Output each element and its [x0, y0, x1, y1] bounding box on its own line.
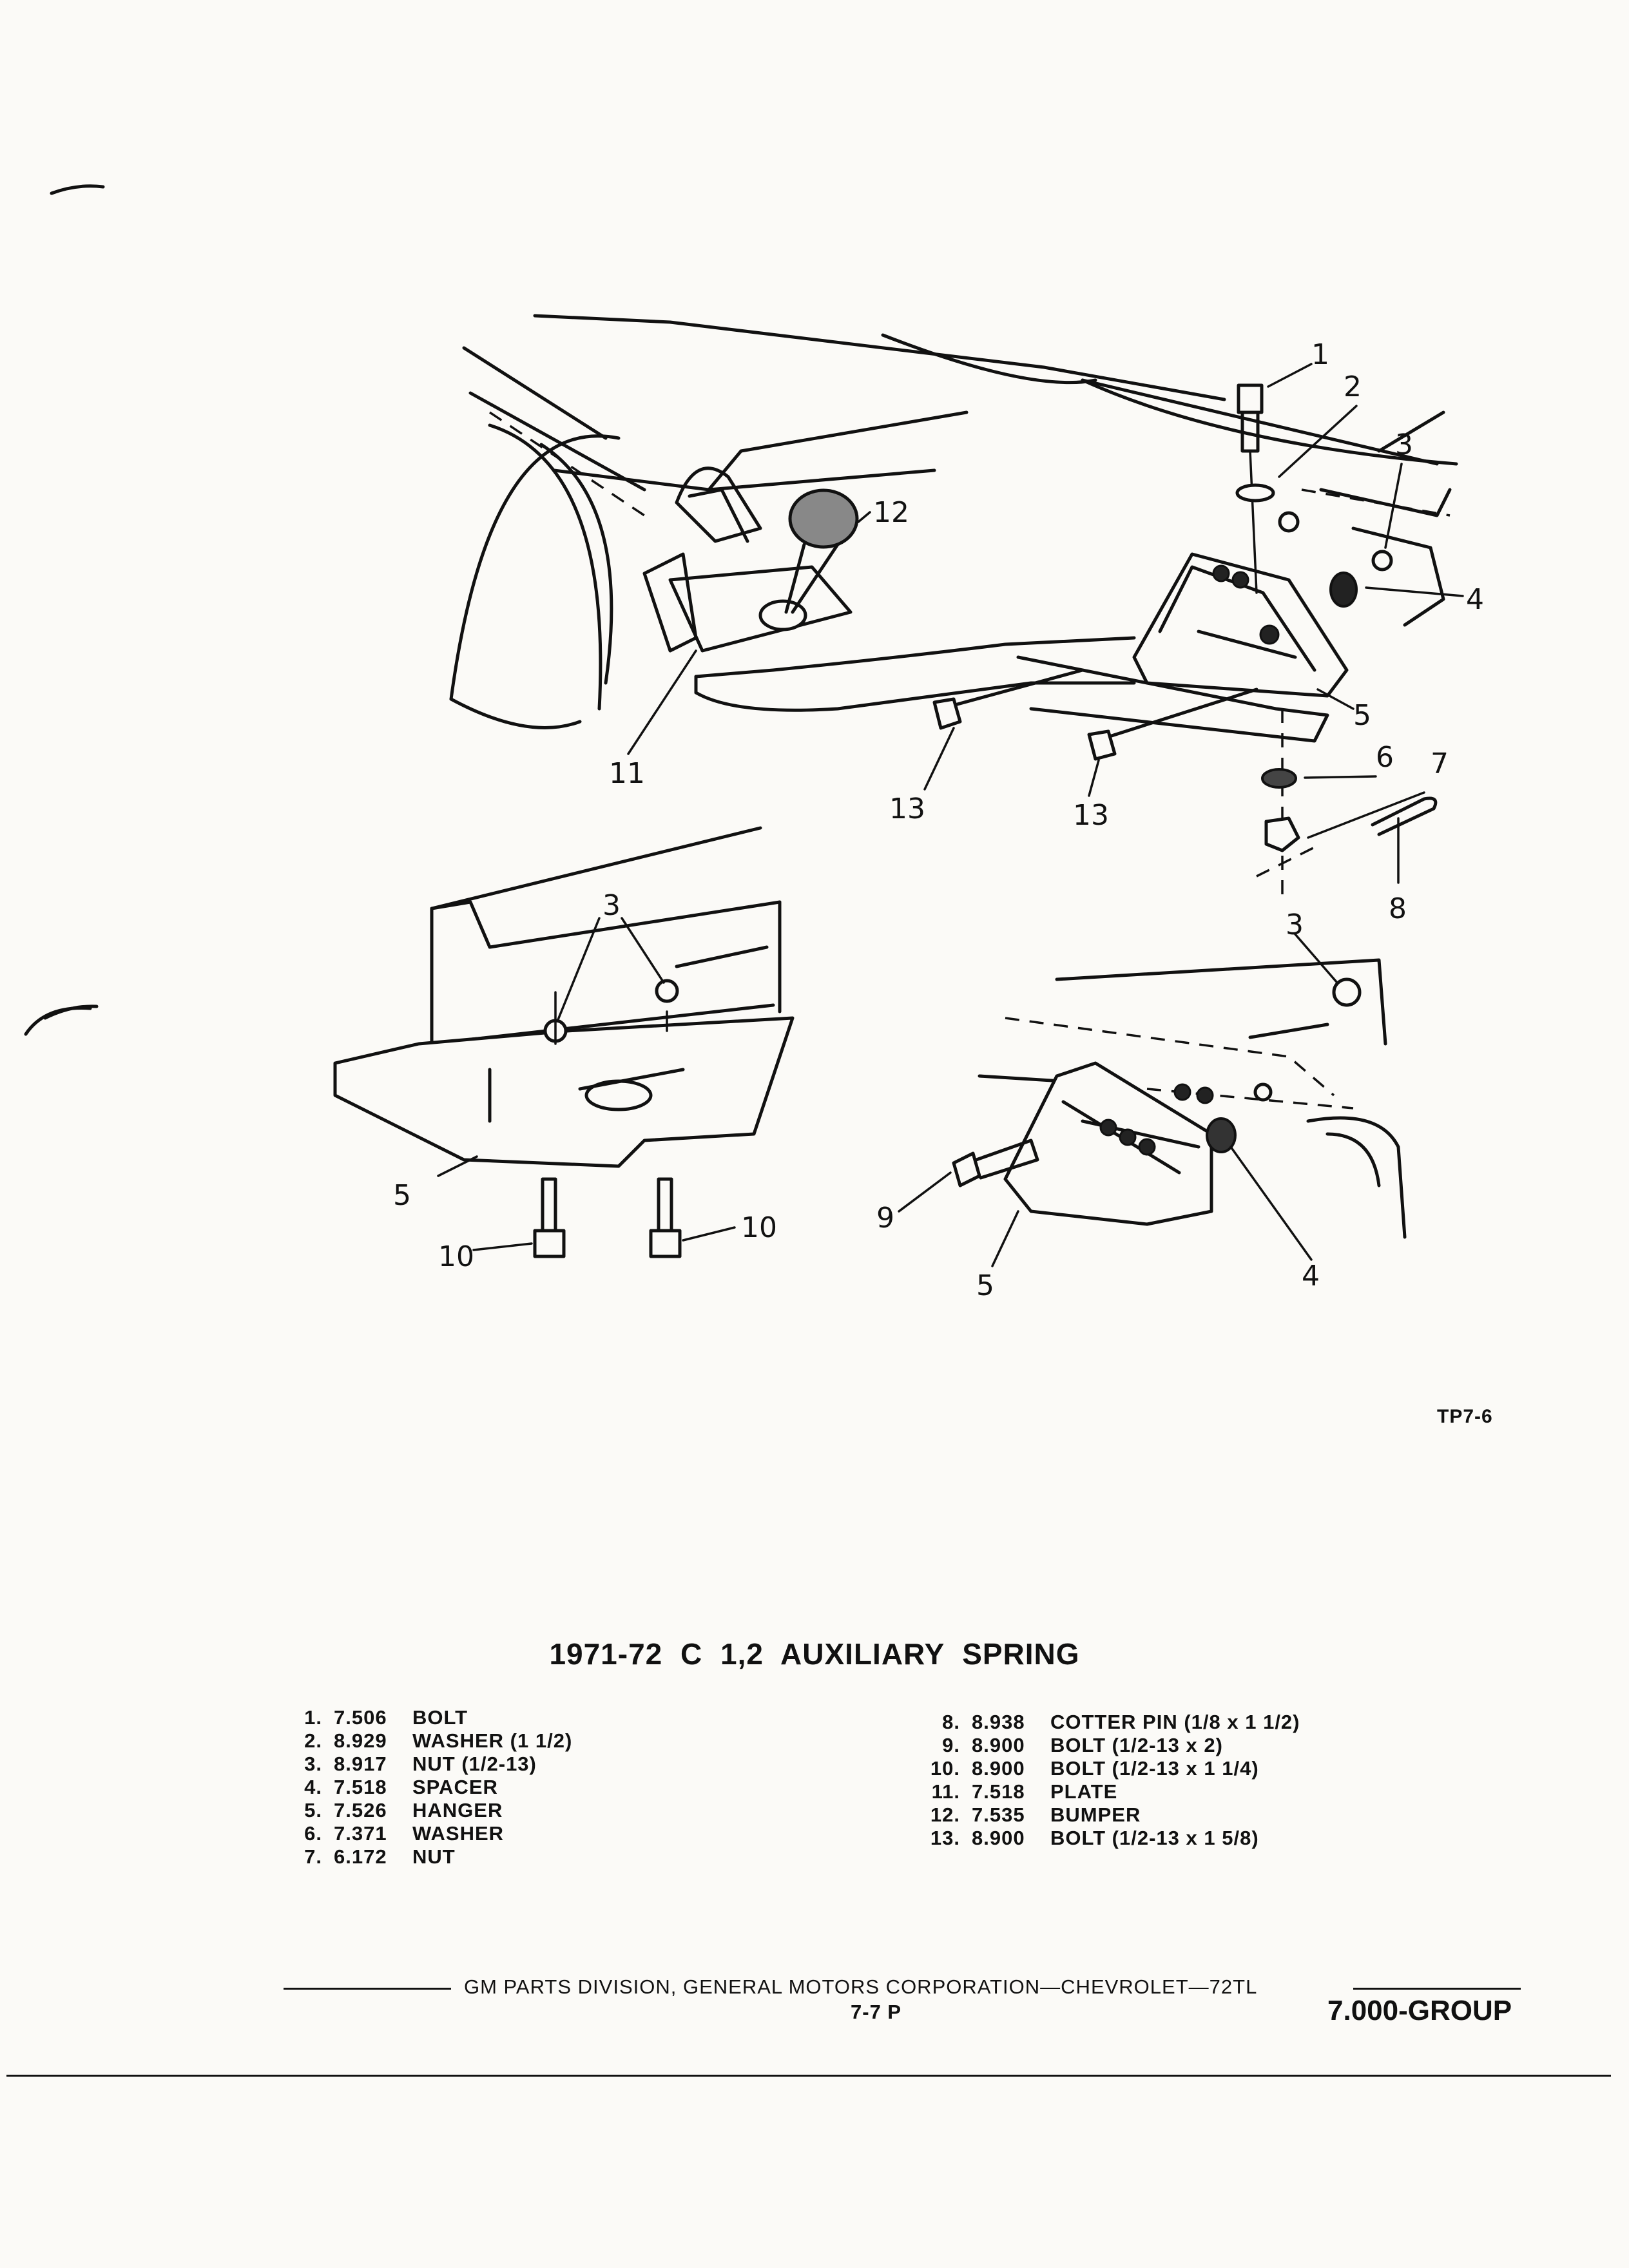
callout-10-right: 10 — [741, 1211, 777, 1244]
callout-leaders — [437, 363, 1464, 1267]
footer-corporation: GM PARTS DIVISION, GENERAL MOTORS CORPOR… — [464, 1975, 1258, 1998]
callout-12: 12 — [873, 496, 909, 529]
callout-5-bottom-left: 5 — [393, 1179, 411, 1212]
page-number: 7-7 P — [851, 2001, 902, 2023]
bottom-right-assembly — [952, 958, 1407, 1239]
bottom-left-assembly — [333, 826, 795, 1258]
callout-8: 8 — [1389, 892, 1407, 925]
callout-10-left: 10 — [438, 1240, 474, 1273]
callout-3-bottom-left: 3 — [602, 889, 621, 922]
top-assembly — [449, 314, 1458, 902]
callout-4-bottom-right: 4 — [1302, 1260, 1320, 1293]
callout-2: 2 — [1344, 370, 1362, 403]
callout-7: 7 — [1431, 747, 1449, 780]
callout-13-right: 13 — [1073, 799, 1109, 832]
figure-code: TP7-6 — [1437, 1406, 1493, 1427]
margin-mark — [24, 1006, 92, 1036]
page-title: 1971-72 C 1,2 AUXILIARY SPRING — [549, 1637, 1080, 1671]
callout-5: 5 — [1353, 699, 1371, 732]
group-number: 7.000-GROUP — [1327, 1995, 1512, 2026]
callout-labels: 1 2 3 4 5 6 7 8 9 10 10 11 12 13 13 3 5 … — [393, 338, 1484, 1302]
callout-6: 6 — [1376, 741, 1394, 774]
callout-5-bottom-right: 5 — [976, 1269, 994, 1302]
margin-mark — [50, 184, 105, 195]
callout-1: 1 — [1311, 338, 1329, 371]
callout-3-bottom-right: 3 — [1286, 908, 1304, 941]
callout-11: 11 — [609, 757, 645, 790]
callout-13-left: 13 — [889, 793, 925, 825]
callout-4: 4 — [1466, 583, 1484, 616]
callout-3: 3 — [1395, 428, 1413, 461]
footer-rule-right — [1353, 1988, 1521, 1990]
footer-rule-left — [284, 1988, 451, 1990]
bottom-rule — [6, 2075, 1611, 2077]
callout-9: 9 — [876, 1202, 894, 1235]
